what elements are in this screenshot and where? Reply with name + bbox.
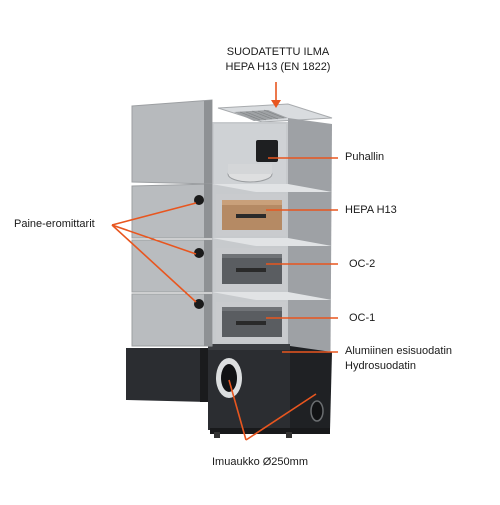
- label-prefilter-line2: Hydrosuodatin: [345, 360, 416, 372]
- label-gauges: Paine-eromittarit: [14, 218, 95, 230]
- oc1-filter: [216, 302, 286, 342]
- gauge-bottom: [194, 299, 204, 309]
- fan-unit: [227, 140, 278, 183]
- label-prefilter: Alumiinen esisuodatin Hydrosuodatin: [345, 344, 452, 374]
- door-hepa: [131, 183, 213, 239]
- label-prefilter-line1: Alumiinen esisuodatin: [345, 345, 453, 357]
- cabinet-body: [208, 103, 333, 438]
- label-fan: Puhallin: [345, 151, 385, 163]
- label-filtered-air-line2: HEPA H13 (EN 1822): [225, 61, 331, 73]
- label-filtered-air: SUODATETTU ILMA HEPA H13 (EN 1822): [208, 45, 348, 75]
- hepa-filter: [216, 194, 286, 236]
- label-filtered-air-line1: SUODATETTU ILMA: [226, 46, 330, 58]
- gauge-top: [194, 195, 204, 205]
- label-oc2: OC-2: [349, 258, 376, 270]
- label-oc1: OC-1: [349, 312, 376, 324]
- leader-lines: [111, 82, 338, 441]
- gauge-middle: [194, 248, 204, 258]
- label-hepa: HEPA H13: [345, 204, 397, 216]
- lower-cabinet: [208, 344, 332, 438]
- door-top: [131, 99, 213, 185]
- door-lower: [126, 348, 208, 402]
- label-inlet: Imuaukko Ø250mm: [212, 456, 308, 468]
- oc2-filter: [216, 248, 286, 290]
- inlet-side: [310, 400, 324, 422]
- door-oc1: [131, 293, 213, 347]
- door-oc2: [131, 239, 213, 293]
